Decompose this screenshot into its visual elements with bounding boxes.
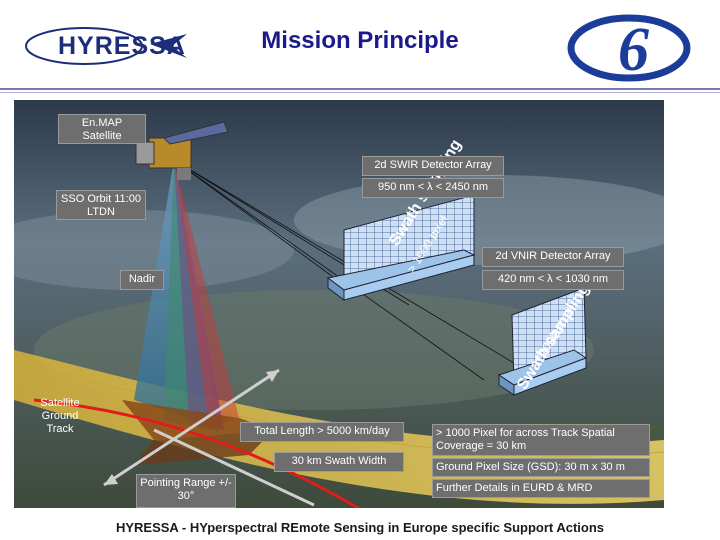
fp6-logo: 6 — [566, 8, 692, 84]
vnir-range-label: 420 nm < λ < 1030 nm — [482, 270, 624, 290]
vnir-detector-array — [497, 287, 588, 396]
hyressa-logo — [22, 22, 190, 70]
vnir-array-label: 2d VNIR Detector Array — [482, 247, 624, 267]
header-divider — [0, 88, 720, 90]
logo-ellipse-icon — [25, 27, 187, 65]
total-length-label: Total Length > 5000 km/day — [240, 422, 404, 442]
header-divider-thin — [0, 92, 720, 93]
ground-track-label: Satellite Ground Track — [40, 397, 80, 435]
swath-width-label: 30 km Swath Width — [274, 452, 404, 472]
swir-array-label: 2d SWIR Detector Array — [362, 156, 504, 176]
swir-detector-array — [326, 194, 476, 301]
pointing-range-label: Pointing Range +/- 30° — [136, 474, 236, 508]
spec-coverage: > 1000 Pixel for across Track Spatial Co… — [432, 424, 650, 456]
swir-range-label: 950 nm < λ < 2450 nm — [362, 178, 504, 198]
spec-panel: > 1000 Pixel for across Track Spatial Co… — [432, 424, 650, 498]
spec-gsd: Ground Pixel Size (GSD): 30 m x 30 m — [432, 458, 650, 477]
spec-details: Further Details in EURD & MRD — [432, 479, 650, 498]
sso-orbit-label: SSO Orbit 11:00 LTDN — [56, 190, 146, 220]
page-title: Mission Principle — [261, 27, 459, 54]
satellite-icon — [135, 121, 229, 180]
footer-text: HYRESSA - HYperspectral REmote Sensing i… — [115, 520, 605, 535]
svg-text:6: 6 — [618, 16, 649, 82]
fp6-emblem-icon: 6 — [566, 8, 692, 84]
enmap-satellite-label: En.MAP Satellite — [58, 114, 146, 144]
plane-icon — [150, 34, 187, 58]
nadir-label: Nadir — [120, 270, 164, 290]
logo-text: HYRESSA — [58, 32, 186, 60]
